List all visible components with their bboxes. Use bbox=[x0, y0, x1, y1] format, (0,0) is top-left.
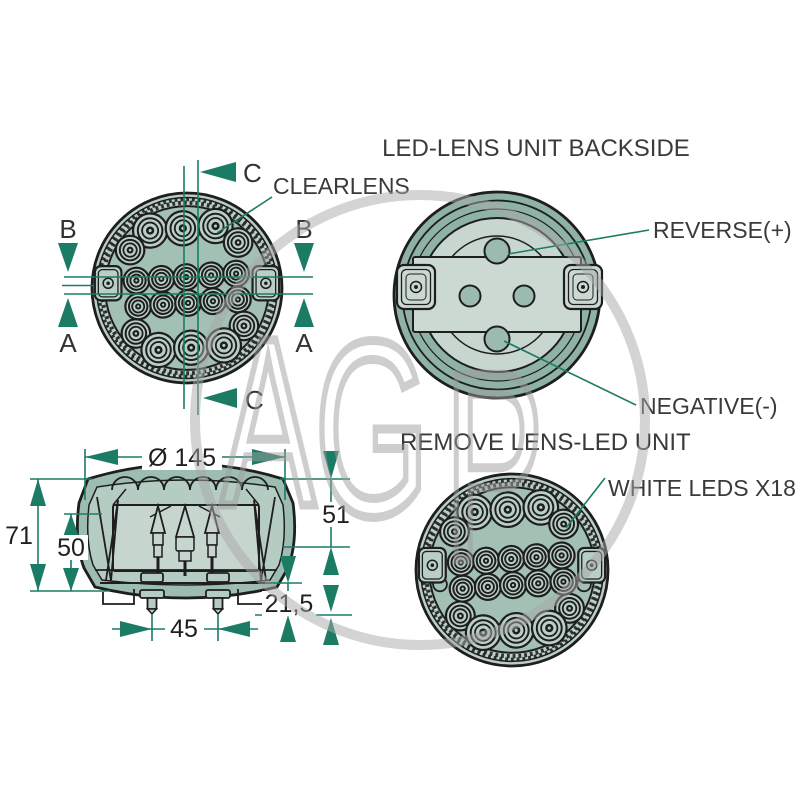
negative-label: NEGATIVE(-) bbox=[640, 393, 778, 419]
backside-mounting-tab-right bbox=[562, 263, 604, 311]
led-icon bbox=[498, 571, 528, 600]
led-array bbox=[438, 488, 586, 652]
section-b-arrow-right bbox=[294, 243, 314, 272]
led-icon bbox=[114, 234, 146, 266]
removed-title: REMOVE LENS-LED UNIT bbox=[400, 429, 691, 456]
side-pin-center bbox=[174, 502, 196, 576]
led-icon bbox=[149, 290, 178, 319]
bar-hole-right bbox=[512, 284, 536, 308]
section-label-a-left: A bbox=[59, 328, 77, 358]
led-icon bbox=[147, 264, 176, 293]
side-reflector-left bbox=[96, 496, 119, 582]
led-icon bbox=[438, 516, 470, 548]
led-icon bbox=[497, 544, 526, 574]
led-icon bbox=[548, 508, 580, 540]
clearlens-label: CLEARLENS bbox=[273, 173, 410, 199]
section-c-arrow-bottom bbox=[203, 388, 237, 408]
led-icon bbox=[222, 259, 251, 288]
led-icon bbox=[197, 261, 226, 290]
led-icon bbox=[549, 567, 578, 596]
led-icon bbox=[172, 329, 210, 366]
dim-inner-height-label: 50 bbox=[57, 534, 85, 562]
dim-lens-height-label: 51 bbox=[322, 501, 350, 529]
led-icon bbox=[122, 266, 151, 295]
section-label-c-bottom: C bbox=[245, 385, 264, 415]
removed-lamp-face bbox=[414, 472, 610, 668]
side-bolt-right bbox=[205, 572, 231, 616]
reverse-label: REVERSE(+) bbox=[653, 217, 792, 243]
led-icon bbox=[164, 210, 202, 247]
removed-view: REMOVE LENS-LED UNIT WHITE LEDS X18 bbox=[400, 429, 796, 668]
side-view: Ø 145 71 50 51 bbox=[4, 444, 354, 645]
front-lamp-face bbox=[90, 191, 284, 385]
section-label-c-top: C bbox=[243, 158, 262, 188]
section-c-arrow-top bbox=[200, 162, 236, 182]
led-icon bbox=[448, 574, 477, 603]
mounting-tab bbox=[93, 265, 123, 302]
backside-view: LED-LENS UNIT BACKSIDE REVERSE(+) bbox=[382, 135, 792, 419]
negative-contact-hole bbox=[483, 325, 511, 353]
section-a-arrow-right bbox=[294, 298, 314, 327]
backside-center-bar bbox=[412, 256, 582, 333]
led-icon bbox=[464, 614, 502, 652]
led-icon bbox=[446, 548, 475, 577]
led-icon bbox=[131, 212, 169, 249]
bar-hole-left bbox=[458, 284, 482, 308]
dim-bolt-spacing: 45 bbox=[112, 614, 258, 643]
led-icon bbox=[497, 611, 535, 649]
led-icon bbox=[223, 285, 252, 314]
dim-bolt-length-label: 21,5 bbox=[265, 590, 314, 618]
white-leds-label: WHITE LEDS X18 bbox=[608, 475, 796, 501]
reverse-contact-hole bbox=[483, 237, 511, 265]
front-view: B B A A C C CLEARLENS bbox=[58, 158, 410, 415]
section-a-arrow-left bbox=[58, 298, 78, 327]
dim-inner-height: 50 bbox=[54, 513, 102, 591]
led-icon bbox=[124, 292, 153, 321]
led-array bbox=[114, 207, 260, 369]
led-icon bbox=[530, 609, 568, 647]
section-b-arrow-left bbox=[58, 243, 78, 272]
dim-diameter-label: Ø 145 bbox=[148, 444, 216, 472]
led-icon bbox=[489, 491, 527, 529]
mounting-tab bbox=[251, 265, 281, 302]
backside-title: LED-LENS UNIT BACKSIDE bbox=[382, 135, 690, 162]
led-icon bbox=[199, 287, 227, 316]
mounting-tab bbox=[577, 546, 607, 584]
section-label-a-right: A bbox=[295, 328, 313, 358]
led-icon bbox=[222, 227, 254, 258]
led-icon bbox=[524, 569, 553, 598]
section-label-b-left: B bbox=[59, 214, 76, 244]
backside-mounting-tab-left bbox=[395, 263, 437, 311]
led-icon bbox=[473, 572, 502, 601]
side-pin-left bbox=[149, 502, 167, 575]
led-icon bbox=[140, 331, 177, 369]
led-icon bbox=[205, 327, 243, 364]
dim-total-height-label: 71 bbox=[5, 522, 33, 550]
mounting-tab bbox=[417, 546, 447, 584]
side-foot-left bbox=[102, 589, 135, 605]
led-icon bbox=[522, 543, 551, 572]
dim-bolt-spacing-label: 45 bbox=[170, 615, 198, 643]
led-icon bbox=[547, 541, 576, 570]
section-label-b-right: B bbox=[295, 214, 312, 244]
led-icon bbox=[471, 546, 501, 575]
side-bolt-left bbox=[139, 572, 165, 616]
dim-total-height: 71 bbox=[4, 478, 110, 592]
